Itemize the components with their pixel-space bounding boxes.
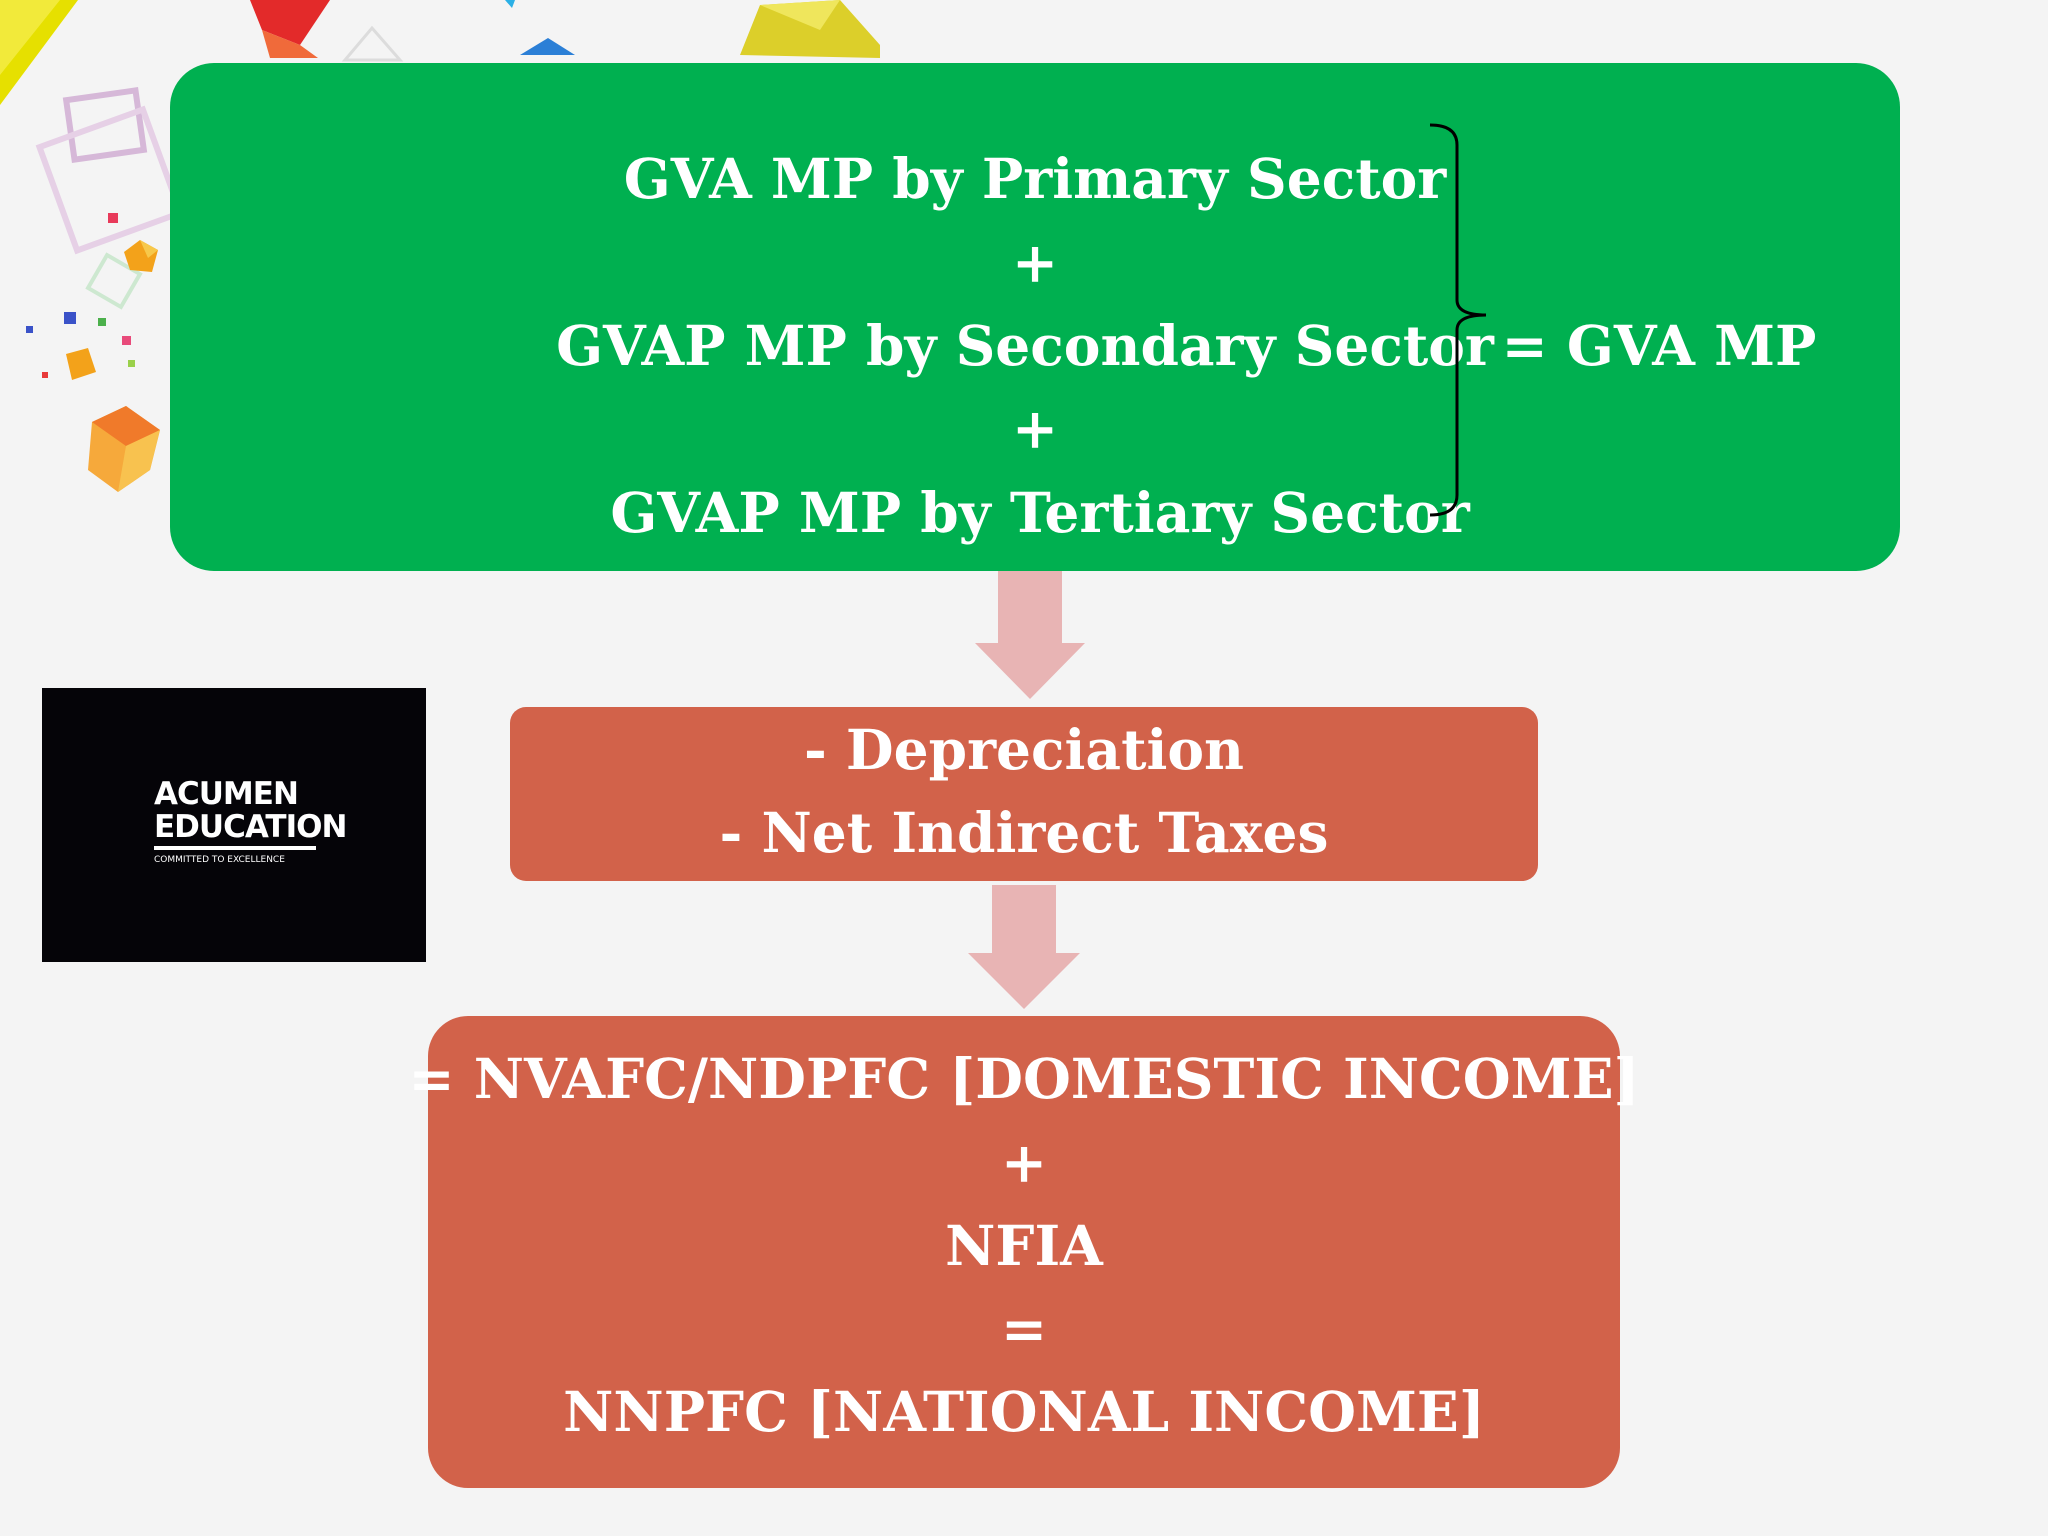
decorative-shapes (0, 0, 880, 492)
logo-line-education: EDUCATION (154, 809, 347, 845)
primary-sector-line: GVA MP by Primary Sector (623, 146, 1447, 211)
depreciation-line: - Depreciation (803, 717, 1245, 782)
plus-sign: + (1000, 1130, 1048, 1195)
down-arrow-icon (968, 885, 1080, 1009)
national-income-box: = NVAFC/NDPFC [DOMESTIC INCOME] + NFIA =… (408, 1016, 1640, 1488)
plus-sign: + (1011, 396, 1059, 461)
gva-mp-summation-box: GVA MP by Primary Sector + GVAP MP by Se… (170, 63, 1900, 571)
acumen-education-logo: ACUMEN EDUCATION COMMITTED TO EXCELLENCE (42, 688, 426, 962)
net-indirect-taxes-line: - Net Indirect Taxes (719, 800, 1329, 865)
down-arrow-icon (975, 571, 1085, 699)
gva-mp-result: = GVA MP (1501, 313, 1817, 378)
curly-brace (1429, 123, 1487, 517)
deductions-box: - Depreciation - Net Indirect Taxes (510, 707, 1538, 881)
logo-underline (154, 846, 316, 850)
logo-line-acumen: ACUMEN (154, 776, 299, 812)
plus-sign: + (1011, 230, 1059, 295)
equals-sign: = (1000, 1296, 1048, 1361)
secondary-sector-line: GVAP MP by Secondary Sector (556, 313, 1494, 378)
national-income-line: NNPFC [NATIONAL INCOME] (563, 1379, 1485, 1444)
logo-tagline: COMMITTED TO EXCELLENCE (154, 855, 285, 865)
tertiary-sector-line: GVAP MP by Tertiary Sector (610, 480, 1470, 545)
domestic-income-line: = NVAFC/NDPFC [DOMESTIC INCOME] (408, 1046, 1640, 1111)
nfia-line: NFIA (945, 1213, 1103, 1278)
